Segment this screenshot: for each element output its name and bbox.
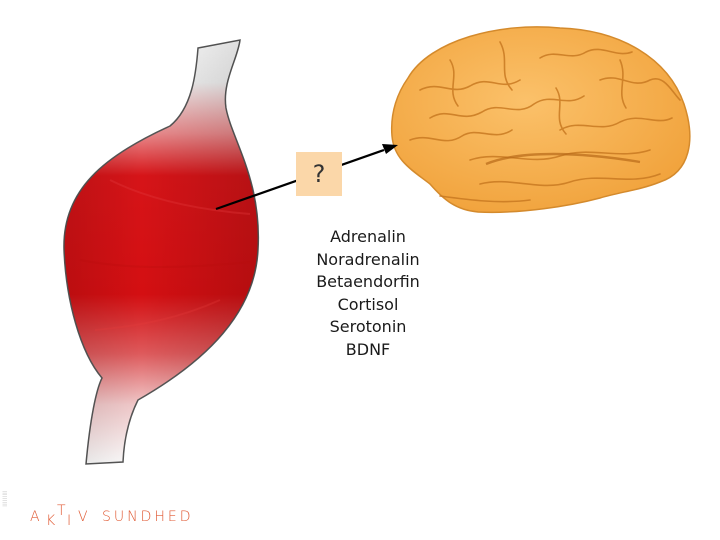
logo-letter: I (67, 513, 75, 529)
hormone-item: Noradrenalin (316, 249, 420, 269)
hormone-item: Serotonin (329, 317, 407, 336)
hormone-item: Adrenalin (330, 227, 406, 246)
logo-letter: A (30, 509, 43, 525)
logo-word: SUNDHED (102, 509, 194, 525)
logo-letter: T (57, 503, 69, 519)
brain-illustration (390, 26, 691, 214)
muscle-illustration (63, 39, 260, 465)
hormone-item: Betaendorfin (316, 272, 420, 291)
question-mark-box: ? (296, 152, 342, 196)
logo-letter: V (78, 509, 91, 525)
logo-letter: K (46, 513, 59, 529)
hormone-list: Adrenalin Noradrenalin Betaendorfin Cort… (300, 226, 436, 361)
hormone-item: Cortisol (337, 294, 399, 314)
question-mark: ? (312, 160, 326, 188)
hormone-item: BDNF (345, 339, 391, 359)
side-decoration: ||||||||| (2, 490, 7, 507)
